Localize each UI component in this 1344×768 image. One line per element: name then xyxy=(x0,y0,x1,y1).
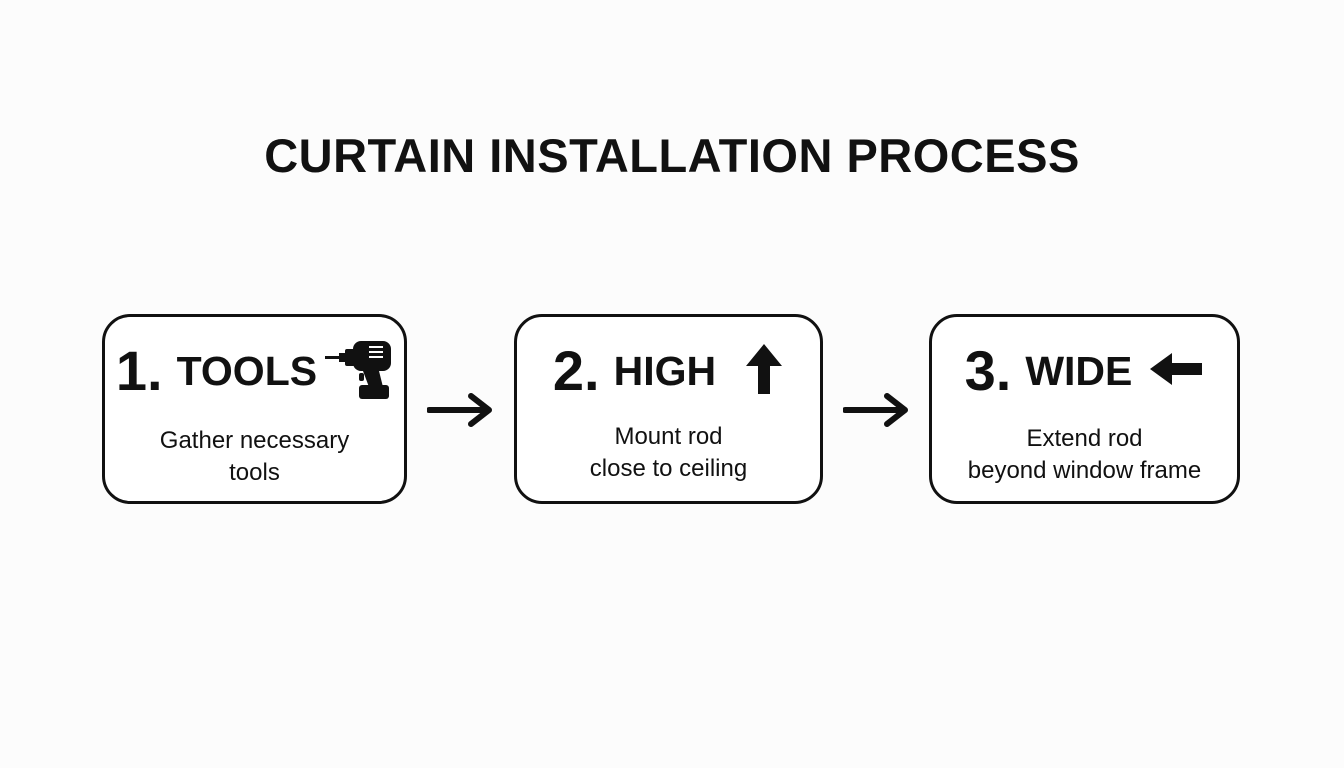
step-2-description-line-2: close to ceiling xyxy=(589,455,748,482)
step-3-description-line-2: beyond window frame xyxy=(967,457,1202,484)
diagram-title: CURTAIN INSTALLATION PROCESS xyxy=(264,129,1080,182)
step-2-header: 2. HIGH xyxy=(517,339,820,403)
step-2-description: Mount rod close to ceiling xyxy=(517,421,820,485)
step-2-description-line-1: Mount rod xyxy=(614,423,723,450)
arrow-left-icon xyxy=(1148,351,1204,392)
step-3-title: WIDE xyxy=(1025,348,1133,394)
step-3-description-line-1: Extend rod xyxy=(1026,425,1143,452)
arrow-right-icon xyxy=(843,393,908,427)
step-2-number: 2. xyxy=(552,339,600,402)
step-3-number: 3. xyxy=(964,339,1012,402)
arrow-right-icon xyxy=(427,393,492,427)
step-1-title: TOOLS xyxy=(176,348,318,394)
step-1-description-line-1: Gather necessary xyxy=(159,427,350,454)
step-1-box: 1. TOOLS xyxy=(102,314,407,504)
arrow-up-icon xyxy=(744,342,784,401)
step-2-title: HIGH xyxy=(613,348,717,394)
step-3-description: Extend rod beyond window frame xyxy=(932,423,1237,487)
step-1-description-line-2: tools xyxy=(229,459,280,486)
step-3-header: 3. WIDE xyxy=(932,339,1237,403)
step-2-box: 2. HIGH Mount rod close to ceiling xyxy=(514,314,823,504)
drill-icon xyxy=(325,333,393,410)
step-1-description: Gather necessary tools xyxy=(105,425,404,489)
step-1-number: 1. xyxy=(115,339,163,402)
step-3-box: 3. WIDE Extend rod beyond window frame xyxy=(929,314,1240,504)
step-1-header: 1. TOOLS xyxy=(105,339,404,403)
